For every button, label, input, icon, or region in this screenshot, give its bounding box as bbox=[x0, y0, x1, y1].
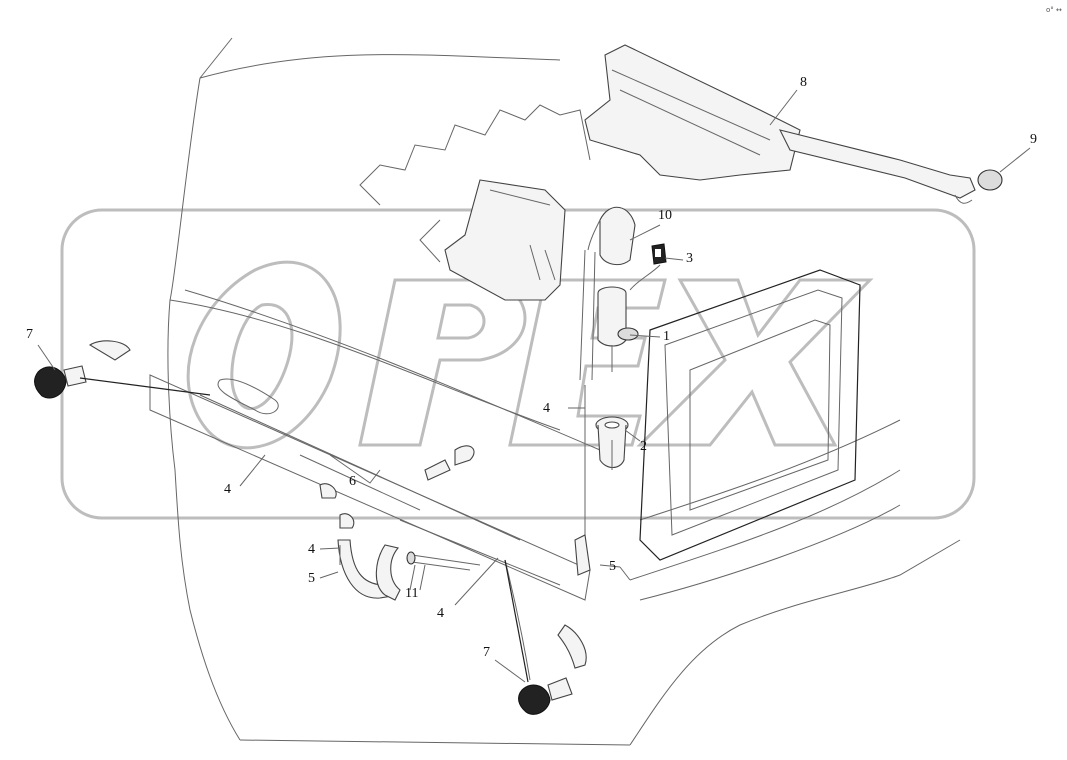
callout-4-left: 4 bbox=[224, 482, 231, 497]
callout-1: 1 bbox=[663, 329, 670, 344]
callout-5-left: 5 bbox=[308, 571, 315, 586]
clip-part bbox=[629, 243, 667, 291]
callout-4-lower: 4 bbox=[308, 542, 315, 557]
callout-7-left: 7 bbox=[26, 327, 33, 342]
callout-3: 3 bbox=[686, 251, 693, 266]
callout-5-right: 5 bbox=[609, 559, 616, 574]
washer-nozzle-left bbox=[34, 365, 211, 399]
washer-nozzle-bottom bbox=[504, 559, 573, 715]
callout-10: 10 bbox=[658, 208, 672, 223]
grommet-part bbox=[584, 385, 629, 565]
hose-elbow bbox=[579, 206, 636, 381]
callout-7-bottom: 7 bbox=[483, 645, 490, 660]
leader-lines bbox=[37, 89, 1031, 683]
callout-11: 11 bbox=[405, 586, 419, 601]
vehicle-front-outline bbox=[149, 37, 961, 746]
wiper-assembly bbox=[584, 44, 1003, 204]
corner-mark: o° ↔ bbox=[1046, 6, 1062, 14]
callout-4-center: 4 bbox=[543, 401, 550, 416]
callout-6: 6 bbox=[349, 474, 356, 489]
washer-reservoir bbox=[444, 179, 566, 301]
callout-8: 8 bbox=[800, 75, 807, 90]
callout-4-bottom: 4 bbox=[437, 606, 444, 621]
callout-9: 9 bbox=[1030, 132, 1037, 147]
washer-pump bbox=[597, 286, 639, 372]
callout-2: 2 bbox=[640, 439, 647, 454]
hoses-lower bbox=[88, 340, 591, 681]
